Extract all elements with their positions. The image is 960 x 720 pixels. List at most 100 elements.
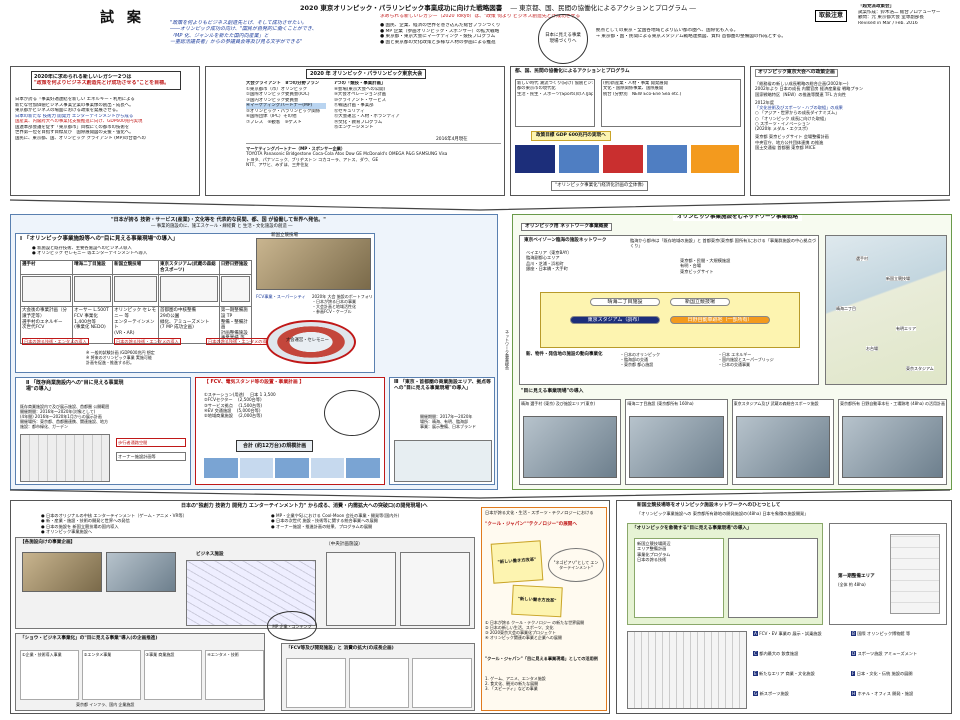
s1-bullet: 新たな付加価値ビジネス事業企業の事業像の創出・成長へ。 <box>15 102 134 108</box>
s3-bullet: ● 日本のオリジナルの中核 エンターテインメント（ゲーム・アニメ・VR等） <box>41 513 187 518</box>
net-item: 東京都・民間・大規模施設 <box>680 258 731 263</box>
mp-ellipse: MP 企業・コンテンツ <box>267 611 317 641</box>
total-label: 合計 (約12万台)の規模計画 <box>236 440 314 453</box>
fcv-row: ②FCVセクター (2,500台等) <box>204 397 262 403</box>
hub-node: 新国立競技場 <box>670 298 730 307</box>
draft-label: 試 案 <box>100 10 145 26</box>
net-item: 銀座・日本橋・大手町 <box>526 265 568 271</box>
lower-item: ・東京都 都心施設 <box>620 362 654 367</box>
part2-title: Ⅱ 「既存商業施設内への"目に見える事業現場"の導入」 <box>26 380 124 393</box>
client-item: ⑦プレス ⑧観客 ⑨ゲスト <box>246 119 302 125</box>
green-item: 新国立競技場周辺 <box>637 541 671 546</box>
fcv-table-title: 【 FCV、電気スタンド等の設置・事業計画 】 <box>204 380 305 385</box>
part3-line: 事業：展示整備、日本ブランド <box>420 424 476 429</box>
tokyo-bay-map: 選手村 新国立競技場 晴海二丁目 有明エリア お台場 東京スタジアム <box>825 235 947 385</box>
part3-line: 開催期間：2017年〜2020年 <box>420 414 473 419</box>
s3-right-bullet: ● MP・企業やSJ.における Cool-Moon 会社の事業・開発等(国内外) <box>271 513 400 518</box>
s3-panel1: 【各施設向けの事業企画】 ビジネス施設 （中央計画施設） <box>15 537 475 629</box>
seven-item: ⑬大会運営・人材・ボランティア <box>334 114 400 119</box>
col-header: 日野日野施設 <box>218 259 253 276</box>
legend-item: F 日本・文化・伝統 施設の展開 <box>851 671 913 676</box>
site-photo <box>841 416 943 478</box>
building-elevation <box>627 631 747 709</box>
part2-line: 施設：都市緑化、ガーデン <box>20 424 68 429</box>
seven-item: ⑨大会オペレーション計画 <box>334 92 387 97</box>
s1-right-heading: 都、国、民間の協働化によるアクションとプログラム <box>515 69 630 74</box>
area-label: 第一期整備エリア <box>838 574 875 579</box>
green-item: 日本の誇る技術 <box>637 556 667 562</box>
cool-japan-heading: "クール・ジャパン"「目に見える事業現場」としての活用例 <box>485 656 598 661</box>
legend-item: G 新スポーツ施設 <box>753 691 789 696</box>
legend-item: D スポーツ施設 アミューズメント <box>851 651 918 656</box>
s3-bullet: ● 日本の施設を 新国立競技場の国内導入 <box>41 523 119 529</box>
fcv-table: 【 FCV、電気スタンド等の設置・事業計画 】 ①ステーション(用途) 日本 1… <box>195 377 385 485</box>
map-legend-item: 有明エリア <box>896 326 916 331</box>
tech-tag: 日本の誇る技術・エンタメの導入 <box>22 338 89 346</box>
site-grid: 選手村 晴海二丁目施設 新国立競技場 東京スタジアム(武蔵の森総合スポーツ) 日… <box>19 259 253 344</box>
cool-item: ① 日本が誇る クール・テクノロジー の新たな世界展開 <box>485 620 585 625</box>
lower-item: ・国内施設とスーパーブリッジ <box>718 357 774 362</box>
note-block: ※ 一般的試験計画 /GDP600兆円 想定 ※ 将来のオリンピック事業 実施可… <box>86 350 155 365</box>
concept-bubble: "ネゴピアリ"として エンターテインメント" <box>548 548 604 582</box>
section-1-middle: 2020 年 オリンピック・パラリンピック東京大会 大会クライアント 8つの分野… <box>205 66 505 196</box>
col-header: 選手村 <box>19 259 74 276</box>
map-legend-item: 東京スタジアム <box>906 366 934 371</box>
sketch <box>22 276 72 303</box>
slogan: "政策を何よりもビジネス創造先とげ、そして成功させたい。 ――オリンピック成功の… <box>170 20 370 45</box>
client-item: ①東京都市（市）オリンピック <box>246 86 308 92</box>
date-label: 2016年4月現在 <box>436 137 468 142</box>
marketing-line: TOYOTA Panasonic Bridgestone Coca-Cola A… <box>246 151 448 157</box>
program-line: (2020年 メダル・エクスポ) <box>755 126 808 131</box>
lower-item: ・日本のオリンピック <box>620 352 660 357</box>
hub-node: 晴海二丁目施設 <box>590 298 660 307</box>
s1-middle-title: 2020 年 オリンピック・パラリンピック東京大会 <box>306 69 427 80</box>
s1-bullet: 国連本部会議を促す「東京都市」目標にての都市の技術を <box>15 124 130 130</box>
program-line: 東京都 東京ビッグサイト 会場整備計画 <box>755 134 829 140</box>
cool-japan-title: 日本が誇る文化・生活・スポーツ・テクノロジーにおける <box>485 510 594 515</box>
legend-grid: A FCV・EV 事業の 展示・試乗施設 B 国際 オリンピック博物館 等 C … <box>753 631 947 709</box>
part3-title: Ⅲ 「東京・首都圏の商業施設エリア、拠点等への"目に見える事業現場"の導入」 <box>394 380 491 391</box>
s3-banner: 日本の"独創力 技術力 開発力 エンターテインメント力" から成る、消費・内需拡… <box>181 503 428 509</box>
site-photo <box>523 416 618 478</box>
network-side-label: ネットワーク事業総合 <box>505 330 510 370</box>
step-card: ①企業・技術導入事業 <box>20 650 79 700</box>
legend-item: H ホテル・オフィス 開発・施設 <box>851 691 914 696</box>
fcv-row: ③サービス拠点 (1,500台等) <box>204 402 263 408</box>
s3-bullet: ● オリンピック事業施設へ <box>41 528 93 534</box>
program-line: 国土交通省 首都圏 東京都 MICE <box>755 144 816 150</box>
area-sub: (全体 約 48ha) <box>838 582 866 587</box>
org-block: 「超党派政策会」 試案作成：鈴木浩二 総合プロデューサー 顧問：元 東京都大会 … <box>858 4 958 27</box>
ring-diagram: 日本に見える事業現場づくりへ <box>538 14 588 64</box>
site-card: 晴海 選手村 (東京) 及び施設エリア(東京) <box>519 399 622 485</box>
marketing-line: NTT、アサヒ、みずほ、三井住友 <box>246 161 309 167</box>
program-line: ○ 「アジア・世界からの成長ダイナミズム」 <box>755 110 840 116</box>
seven-item: ⑭文化・教育プログラム <box>334 119 383 125</box>
client-item: ④マーケティングパートナー(MP) <box>246 103 326 109</box>
hub-node: 日野自動車跡地（一部所有） <box>670 316 770 325</box>
program-line: 2012年度 <box>755 99 775 105</box>
cool-star: "新しい働き方改革" <box>490 540 544 584</box>
section-1-right: 都、国、民間の協働化によるアクションとプログラム 新しい時代 潮流づくり(向け)… <box>510 66 745 196</box>
bar-row <box>204 458 380 478</box>
main-title: 2020 東京オリンピック・パラリンピック事業成功に向けた戦略図書 ― 東京都、… <box>300 4 696 12</box>
map-legend-item: 晴海二丁目 <box>836 306 856 311</box>
intro-bullet: ● MP 企業（参画オリンピック・スポンサー）の拡大戦略 <box>380 28 500 34</box>
author-line: Revised in Mar / Feb. 2016 <box>858 20 918 26</box>
program-heading: オリンピック東京大会への政策企画 <box>755 69 838 77</box>
client-item: ⑥国際団体（IPC）その他 <box>246 114 297 119</box>
panel3-title: 「FCV等及び開発施設」と 消費の拡大(の成長企画) <box>286 646 394 651</box>
program-line: 「総務省の新しい成長戦略の総合企画(2002年〜) <box>755 81 849 86</box>
s1-bullet: 国産業、内閣府大への事業化支援推進に向け、GDP600兆円実現 <box>15 119 143 124</box>
network-panel: 東京ベイゾーン臨海の施設ネットワーク 臨海から都市は「既存地域の施設」と 首都東… <box>519 235 819 385</box>
section-3-right: 新国立競技場等をオリンピック施設ネットワークへのひとつとして 「オリンピック事業… <box>616 500 952 714</box>
s3r-sub: 「オリンピック事業施設への 東京都所有跡地の開発施設の(48ha) 日本を象徴の… <box>637 511 809 516</box>
notice-label: 取扱注意 <box>815 10 848 22</box>
gdp-label: 政策目標 GDP 600兆円の実現へ <box>531 131 611 141</box>
lower-item: ・臨海部の交通 <box>620 357 648 362</box>
floor-sketch <box>400 552 470 626</box>
step-card: ③事業 商業施設 <box>143 650 203 700</box>
slogan-line: "政策を何よりもビジネス創造先とげ、そして成功させたい。 <box>170 20 307 26</box>
intro-right-line: 拠点としての東京・全国各地域とより広い都市圏へ、国際化も入る。 <box>596 28 739 33</box>
legend-item: C 都内最大の 飲食施設 <box>753 651 799 656</box>
col-text: 第一期整備施設 TP 整備・整備計画 計画整備施設 事業業績 等 <box>218 306 253 344</box>
